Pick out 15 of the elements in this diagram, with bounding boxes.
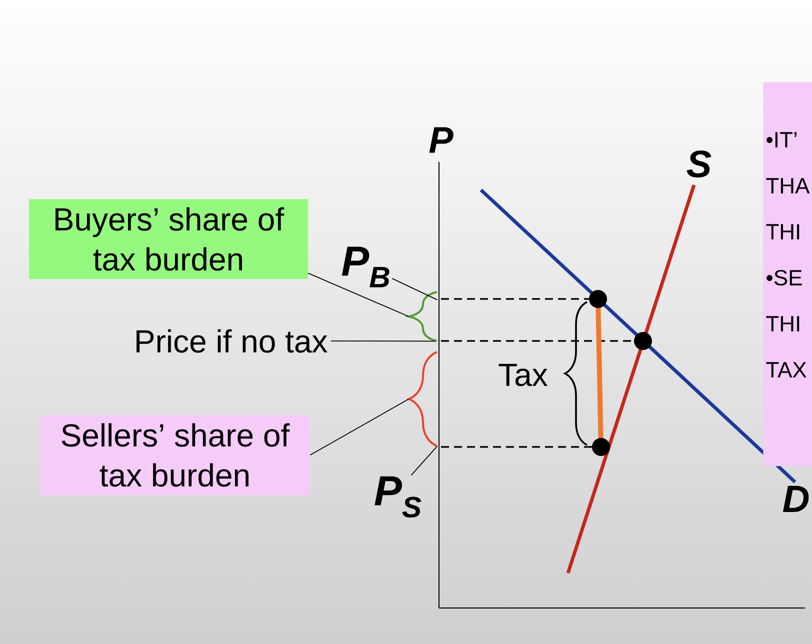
leader-line: [308, 272, 410, 317]
callout-box: Buyers’ share of tax burden: [29, 198, 308, 279]
axis-label: P: [429, 127, 454, 153]
leader-line: [330, 340, 436, 342]
curly-brace: [408, 351, 438, 447]
curve-label: S: [686, 150, 712, 178]
callout-box: Sellers’ share of tax burden: [40, 414, 310, 495]
price-label: P$_{B}$: [342, 246, 390, 288]
brace-label: Tax: [498, 364, 548, 386]
text-label: Price if no tax: [136, 329, 328, 353]
price-label: P$_{S}$: [374, 476, 422, 518]
leader-line: [410, 446, 438, 476]
leader-line: [392, 278, 438, 300]
text-panel: •IT’ THA THI •SE THI TAX: [763, 82, 812, 466]
leader-line: [310, 398, 410, 456]
